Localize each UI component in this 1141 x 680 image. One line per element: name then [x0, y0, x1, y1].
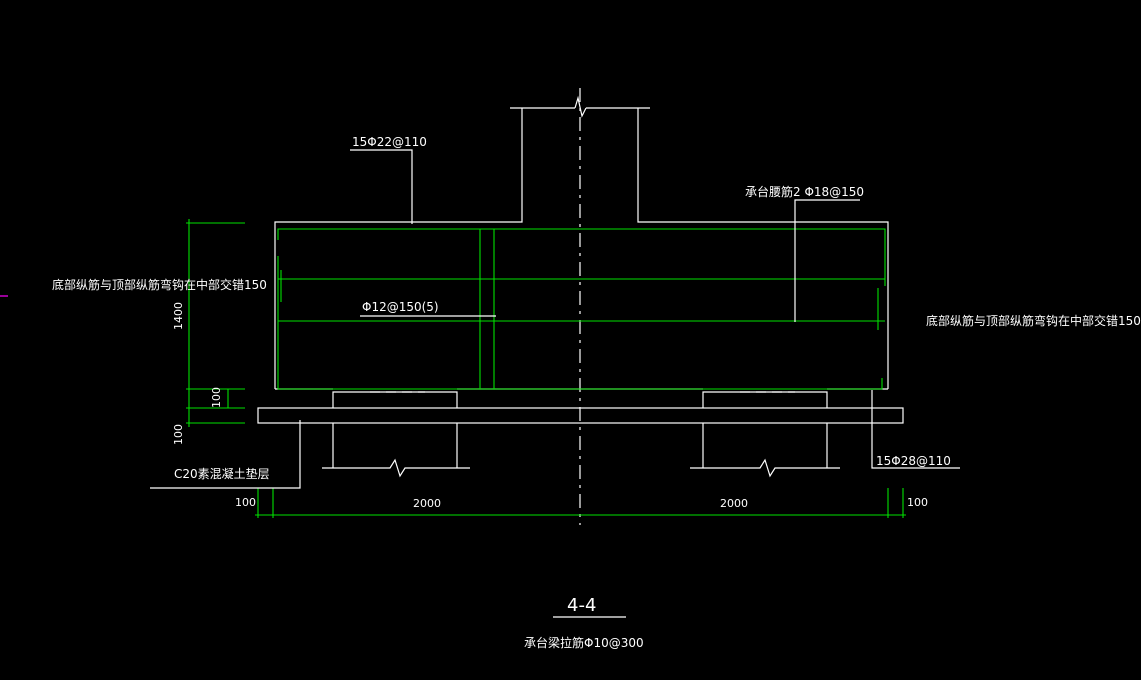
- dim-height: 1400: [172, 302, 185, 330]
- dim-cover: 100: [210, 387, 223, 408]
- dim-left-edge: 100: [235, 496, 256, 509]
- waist-bar-label: 承台腰筋2 Φ18@150: [745, 184, 864, 199]
- dim-right-span: 2000: [720, 497, 748, 510]
- cushion-label: C20素混凝土垫层: [174, 466, 270, 481]
- dimension-lines: [186, 219, 906, 518]
- rebar-cage: [277, 228, 886, 390]
- right-note-label: 底部纵筋与顶部纵筋弯钩在中部交错150: [926, 313, 1141, 328]
- left-note-label: 底部纵筋与顶部纵筋弯钩在中部交错150: [52, 277, 267, 292]
- dim-left-span: 2000: [413, 497, 441, 510]
- bottom-bar-label: 15Φ28@110: [876, 454, 951, 468]
- dim-cushion: 100: [172, 424, 185, 445]
- right-pile: [690, 391, 840, 478]
- left-pile: [322, 391, 470, 478]
- leader-lines: [150, 149, 960, 618]
- dim-right-edge: 100: [907, 496, 928, 509]
- top-bar-label: 15Φ22@110: [352, 135, 427, 149]
- section-note: 承台梁拉筋Φ10@300: [524, 635, 644, 650]
- section-title: 4-4: [567, 595, 596, 616]
- stirrup-label: Φ12@150(5): [362, 300, 439, 314]
